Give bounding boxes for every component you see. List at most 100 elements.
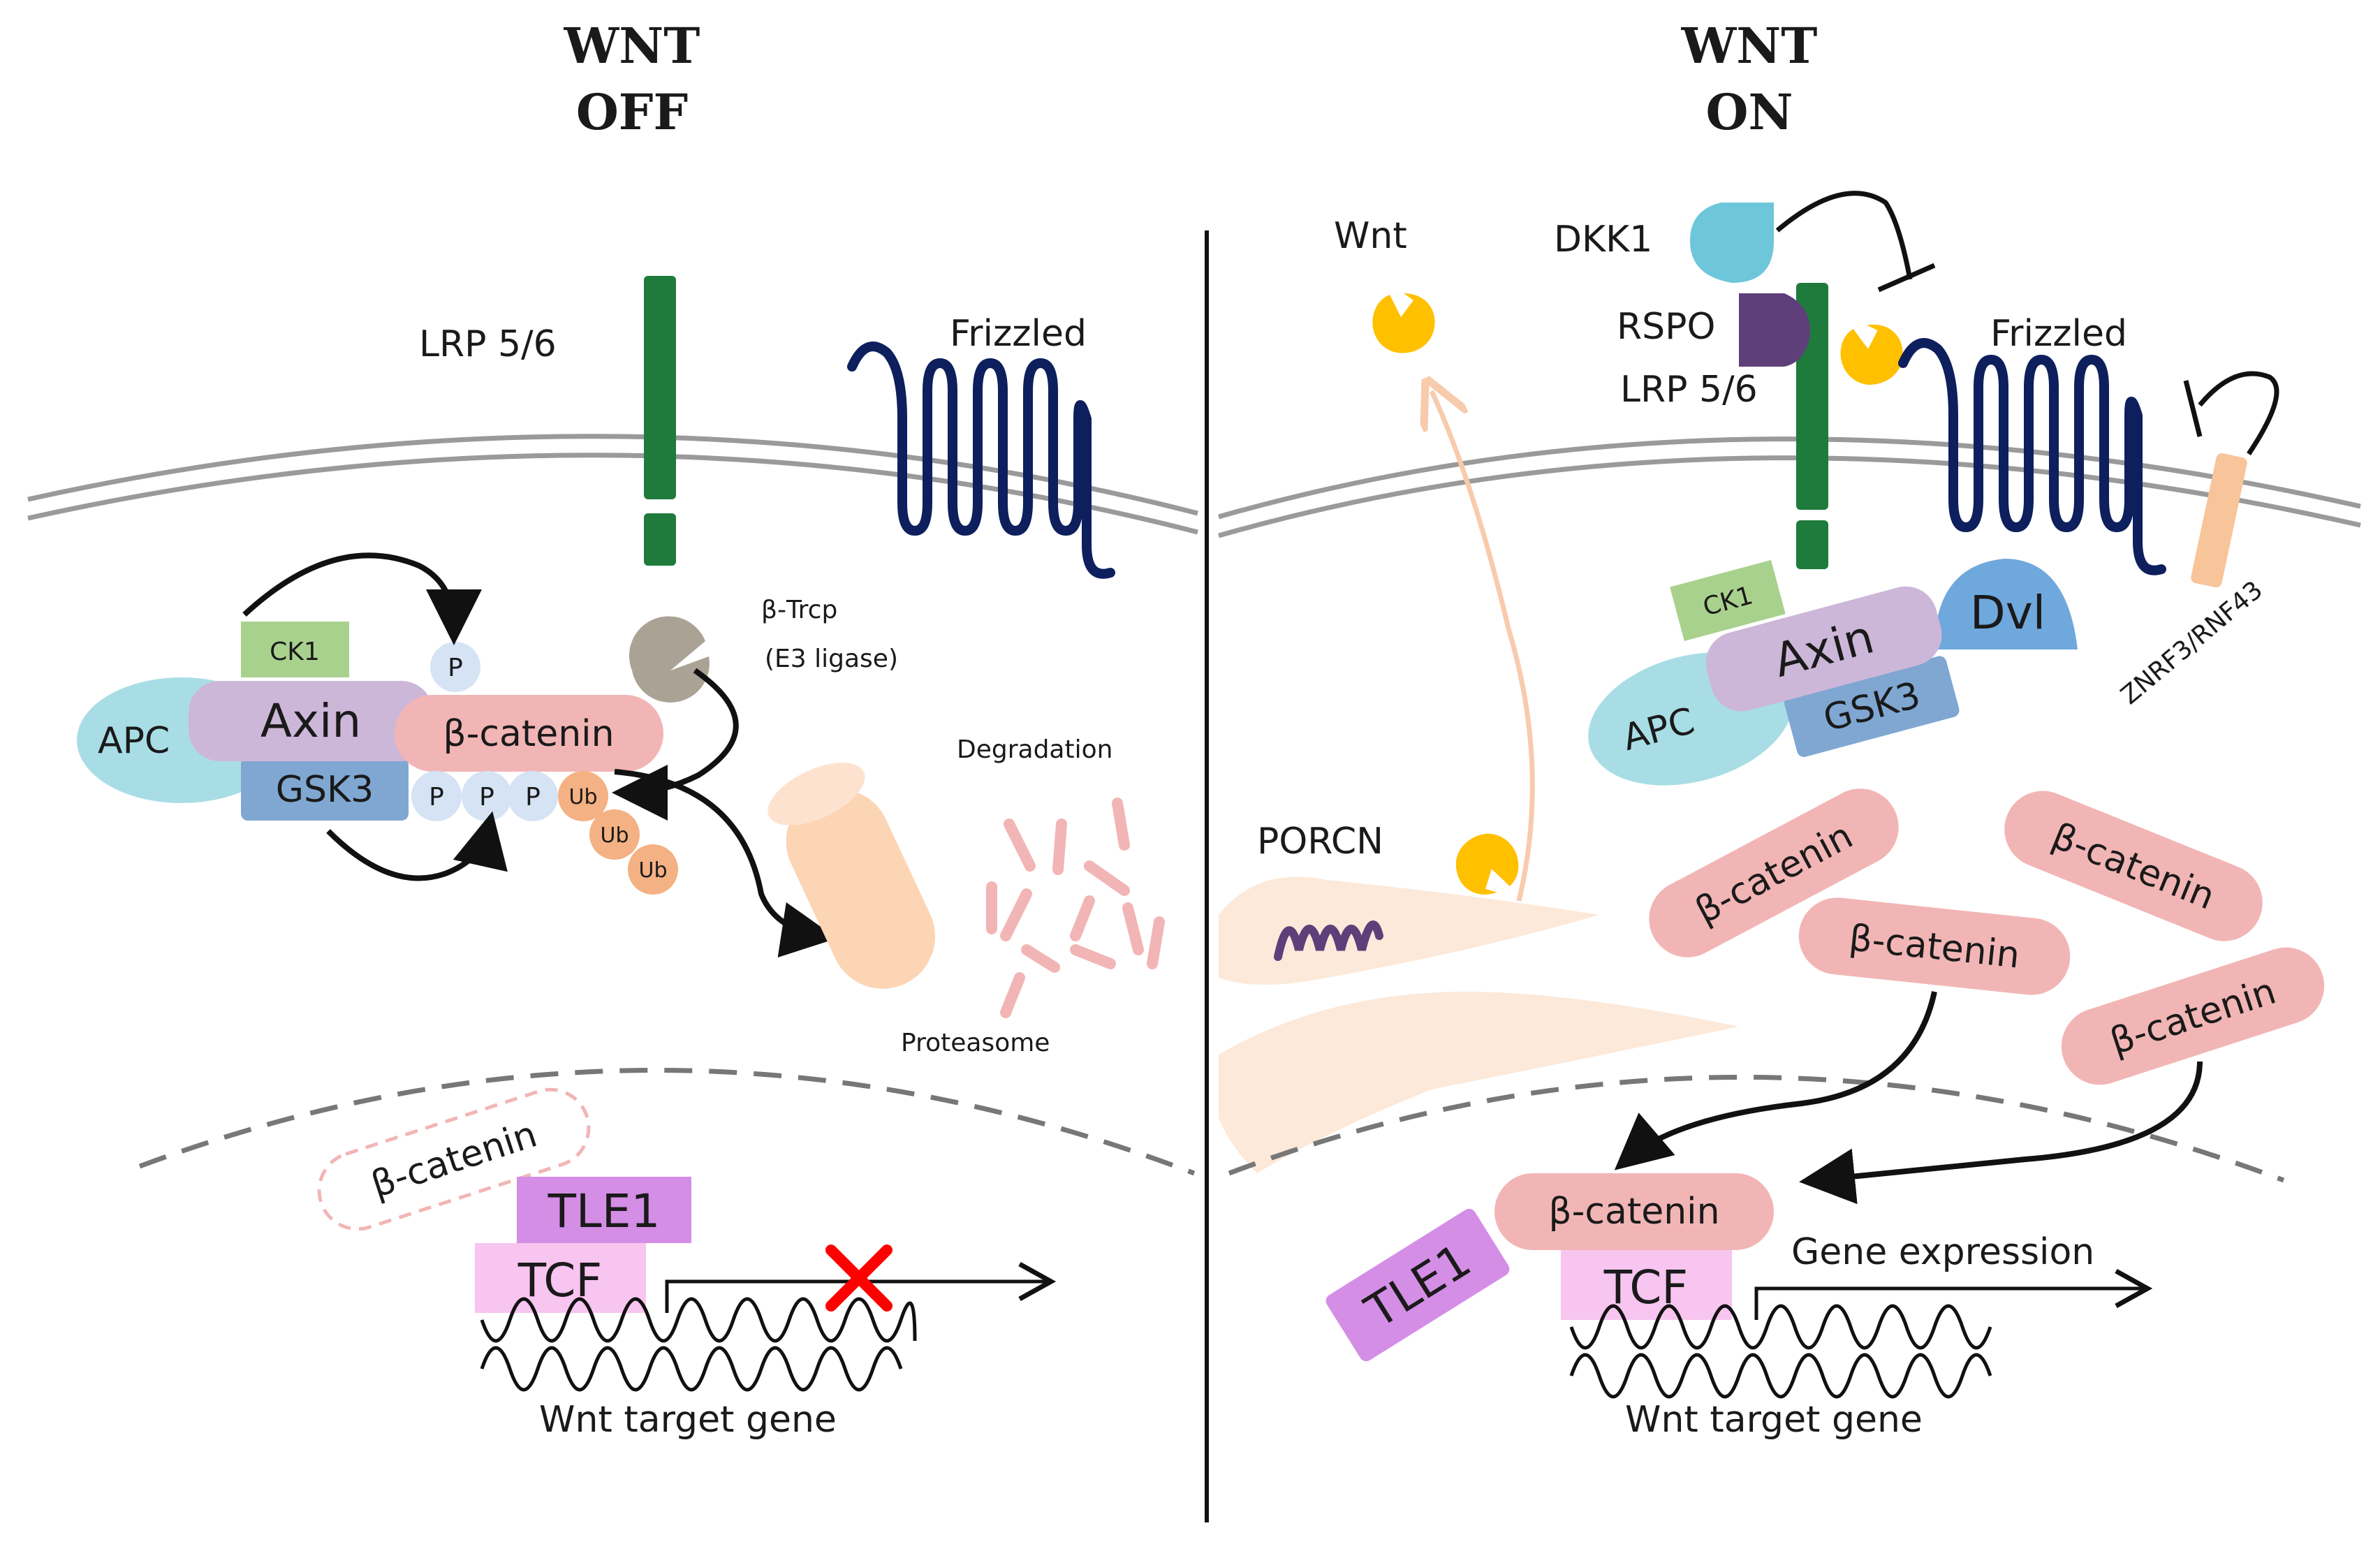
dkk1-protein — [1690, 203, 1774, 283]
ck1-protein-right — [1670, 559, 1786, 641]
tcf-label-left: TCF — [517, 1254, 603, 1307]
er-membrane-upper — [1219, 876, 1599, 985]
wnt-secretion-arrow — [1432, 391, 1535, 902]
lrp-receptor-left — [644, 276, 676, 499]
phospho-top — [430, 642, 480, 692]
transcription-arrow-right — [1754, 1268, 2153, 1320]
lrp-label-right: LRP 5/6 — [1620, 369, 1758, 411]
wnt-ligand-bound — [1836, 319, 1908, 390]
wnt-on-panel: WNT ON Wnt PORCN LRP 5/6 RSPO DKK1 — [1218, 17, 2361, 1441]
rspo-protein — [1739, 293, 1810, 367]
destruction-complex-right: APC CK1 GSK3 Axin — [1588, 559, 1960, 786]
arrow-gsk3-phospho — [326, 811, 508, 881]
arrow-nuclear-entry-2 — [1799, 1061, 2203, 1205]
phospho-top-label: P — [448, 654, 463, 682]
ck1-label-left: CK1 — [270, 638, 320, 666]
ubiquitin-2-label: Ub — [600, 823, 629, 848]
gene-expression-label: Gene expression — [1791, 1231, 2094, 1273]
arrow-btrcp-ub — [612, 668, 739, 821]
lrp-receptor-right-lower — [1796, 520, 1828, 569]
lrp-receptor-left-lower — [644, 513, 676, 566]
target-gene-label-right: Wnt target gene — [1625, 1399, 1923, 1441]
dna-helix-left — [480, 1297, 917, 1392]
dkk1-label: DKK1 — [1554, 219, 1652, 260]
tcf-left — [475, 1243, 646, 1313]
ubiquitin-3 — [628, 844, 678, 895]
nuclear-membrane-left — [138, 1068, 1196, 1176]
title-on-line2: ON — [1706, 83, 1793, 141]
frizzled-label-right: Frizzled — [1990, 313, 2127, 355]
arrow-nuclear-entry-1 — [1614, 991, 1937, 1170]
btrcp-label-line2: (E3 ligase) — [765, 645, 898, 673]
dkk1-inhibition-bar — [1877, 263, 1936, 293]
phospho-2-label: P — [479, 783, 494, 812]
ubiquitin-1-label: Ub — [568, 785, 597, 809]
phospho-1-label: P — [429, 783, 444, 812]
blocked-x-icon — [825, 1244, 892, 1312]
porcn-icon — [1274, 920, 1383, 961]
frizzled-label-left: Frizzled — [950, 313, 1087, 355]
frizzled-receptor-right — [1898, 338, 2166, 575]
gsk3-label-left: GSK3 — [276, 769, 374, 811]
wnt-label: Wnt — [1334, 215, 1407, 257]
proteasome-label: Proteasome — [901, 1029, 1050, 1057]
btrcp-label-line1: β-Trcp — [761, 596, 837, 624]
membrane-right — [1218, 436, 2361, 520]
lrp-label-left: LRP 5/6 — [419, 323, 557, 365]
wnt-ligand-porcn — [1447, 825, 1527, 903]
phospho-3-label: P — [525, 783, 541, 812]
axin-protein-right — [1705, 586, 1942, 712]
phospho-1 — [411, 771, 462, 821]
membrane-right-inner — [1218, 455, 2361, 538]
axin-label-left: Axin — [260, 694, 361, 748]
wnt-off-panel: WNT OFF LRP 5/6 Frizzled APC CK1 GSK3 Ax… — [27, 17, 1198, 1441]
beta-catenin-label-left: β-catenin — [443, 713, 614, 755]
znrf3-protein — [2191, 453, 2247, 588]
beta-catenin-free-3: β-catenin — [1798, 897, 2071, 995]
title-on-line1: WNT — [1681, 17, 1818, 75]
phospho-3 — [508, 771, 558, 821]
arrow-to-proteasome — [614, 769, 837, 957]
proteasome-icon — [767, 763, 936, 989]
ubiquitin-1 — [558, 771, 608, 821]
target-gene-label-left: Wnt target gene — [539, 1399, 837, 1441]
absent-beta-catenin-label: β-catenin — [366, 1114, 542, 1207]
arrow-ck1-phospho — [242, 552, 482, 645]
beta-catenin-nuclear-label: β-catenin — [1548, 1191, 1719, 1233]
ubiquitin-2 — [589, 809, 640, 860]
title-off-line1: WNT — [564, 17, 700, 75]
dvl-protein — [1934, 559, 2078, 649]
beta-catenin-nuclear — [1494, 1173, 1774, 1250]
beta-catenin-free-4: β-catenin — [2061, 947, 2325, 1085]
title-off-line2: OFF — [576, 83, 688, 141]
beta-catenin-left — [395, 695, 663, 772]
tle1-left — [517, 1177, 691, 1243]
znrf3-label: ZNRF3/RNF43 — [2115, 575, 2268, 710]
axin-protein-left — [189, 681, 433, 761]
dkk1-inhibition — [1775, 191, 1913, 280]
ubiquitin-3-label: Ub — [638, 858, 667, 883]
znrf3-inhibition — [2198, 371, 2279, 455]
er-membrane-lower — [1219, 992, 1739, 1173]
frizzled-receptor-left — [847, 342, 1115, 579]
dvl-label: Dvl — [1970, 586, 2045, 640]
btrcp-e3-ligase — [629, 616, 710, 703]
rspo-label: RSPO — [1617, 306, 1715, 348]
porcn-label: PORCN — [1257, 821, 1383, 862]
degradation-label: Degradation — [957, 735, 1112, 764]
tle1-right: TLE1 — [1325, 1208, 1510, 1362]
nuclear-membrane-right — [1228, 1075, 2285, 1183]
tcf-label-right: TCF — [1603, 1261, 1689, 1314]
gsk3-protein-right — [1784, 656, 1960, 757]
tcf-right — [1561, 1250, 1732, 1320]
dna-helix-right — [1569, 1304, 1992, 1399]
ck1-protein-left — [241, 622, 349, 677]
tle1-label-left: TLE1 — [548, 1184, 661, 1238]
transcription-arrow-left — [665, 1261, 1057, 1313]
membrane-left — [27, 434, 1198, 516]
phospho-2 — [462, 771, 512, 821]
degradation-fragments — [986, 798, 1165, 1018]
znrf3-inhibition-bar — [2183, 380, 2203, 437]
apc-label-left: APC — [98, 720, 170, 762]
